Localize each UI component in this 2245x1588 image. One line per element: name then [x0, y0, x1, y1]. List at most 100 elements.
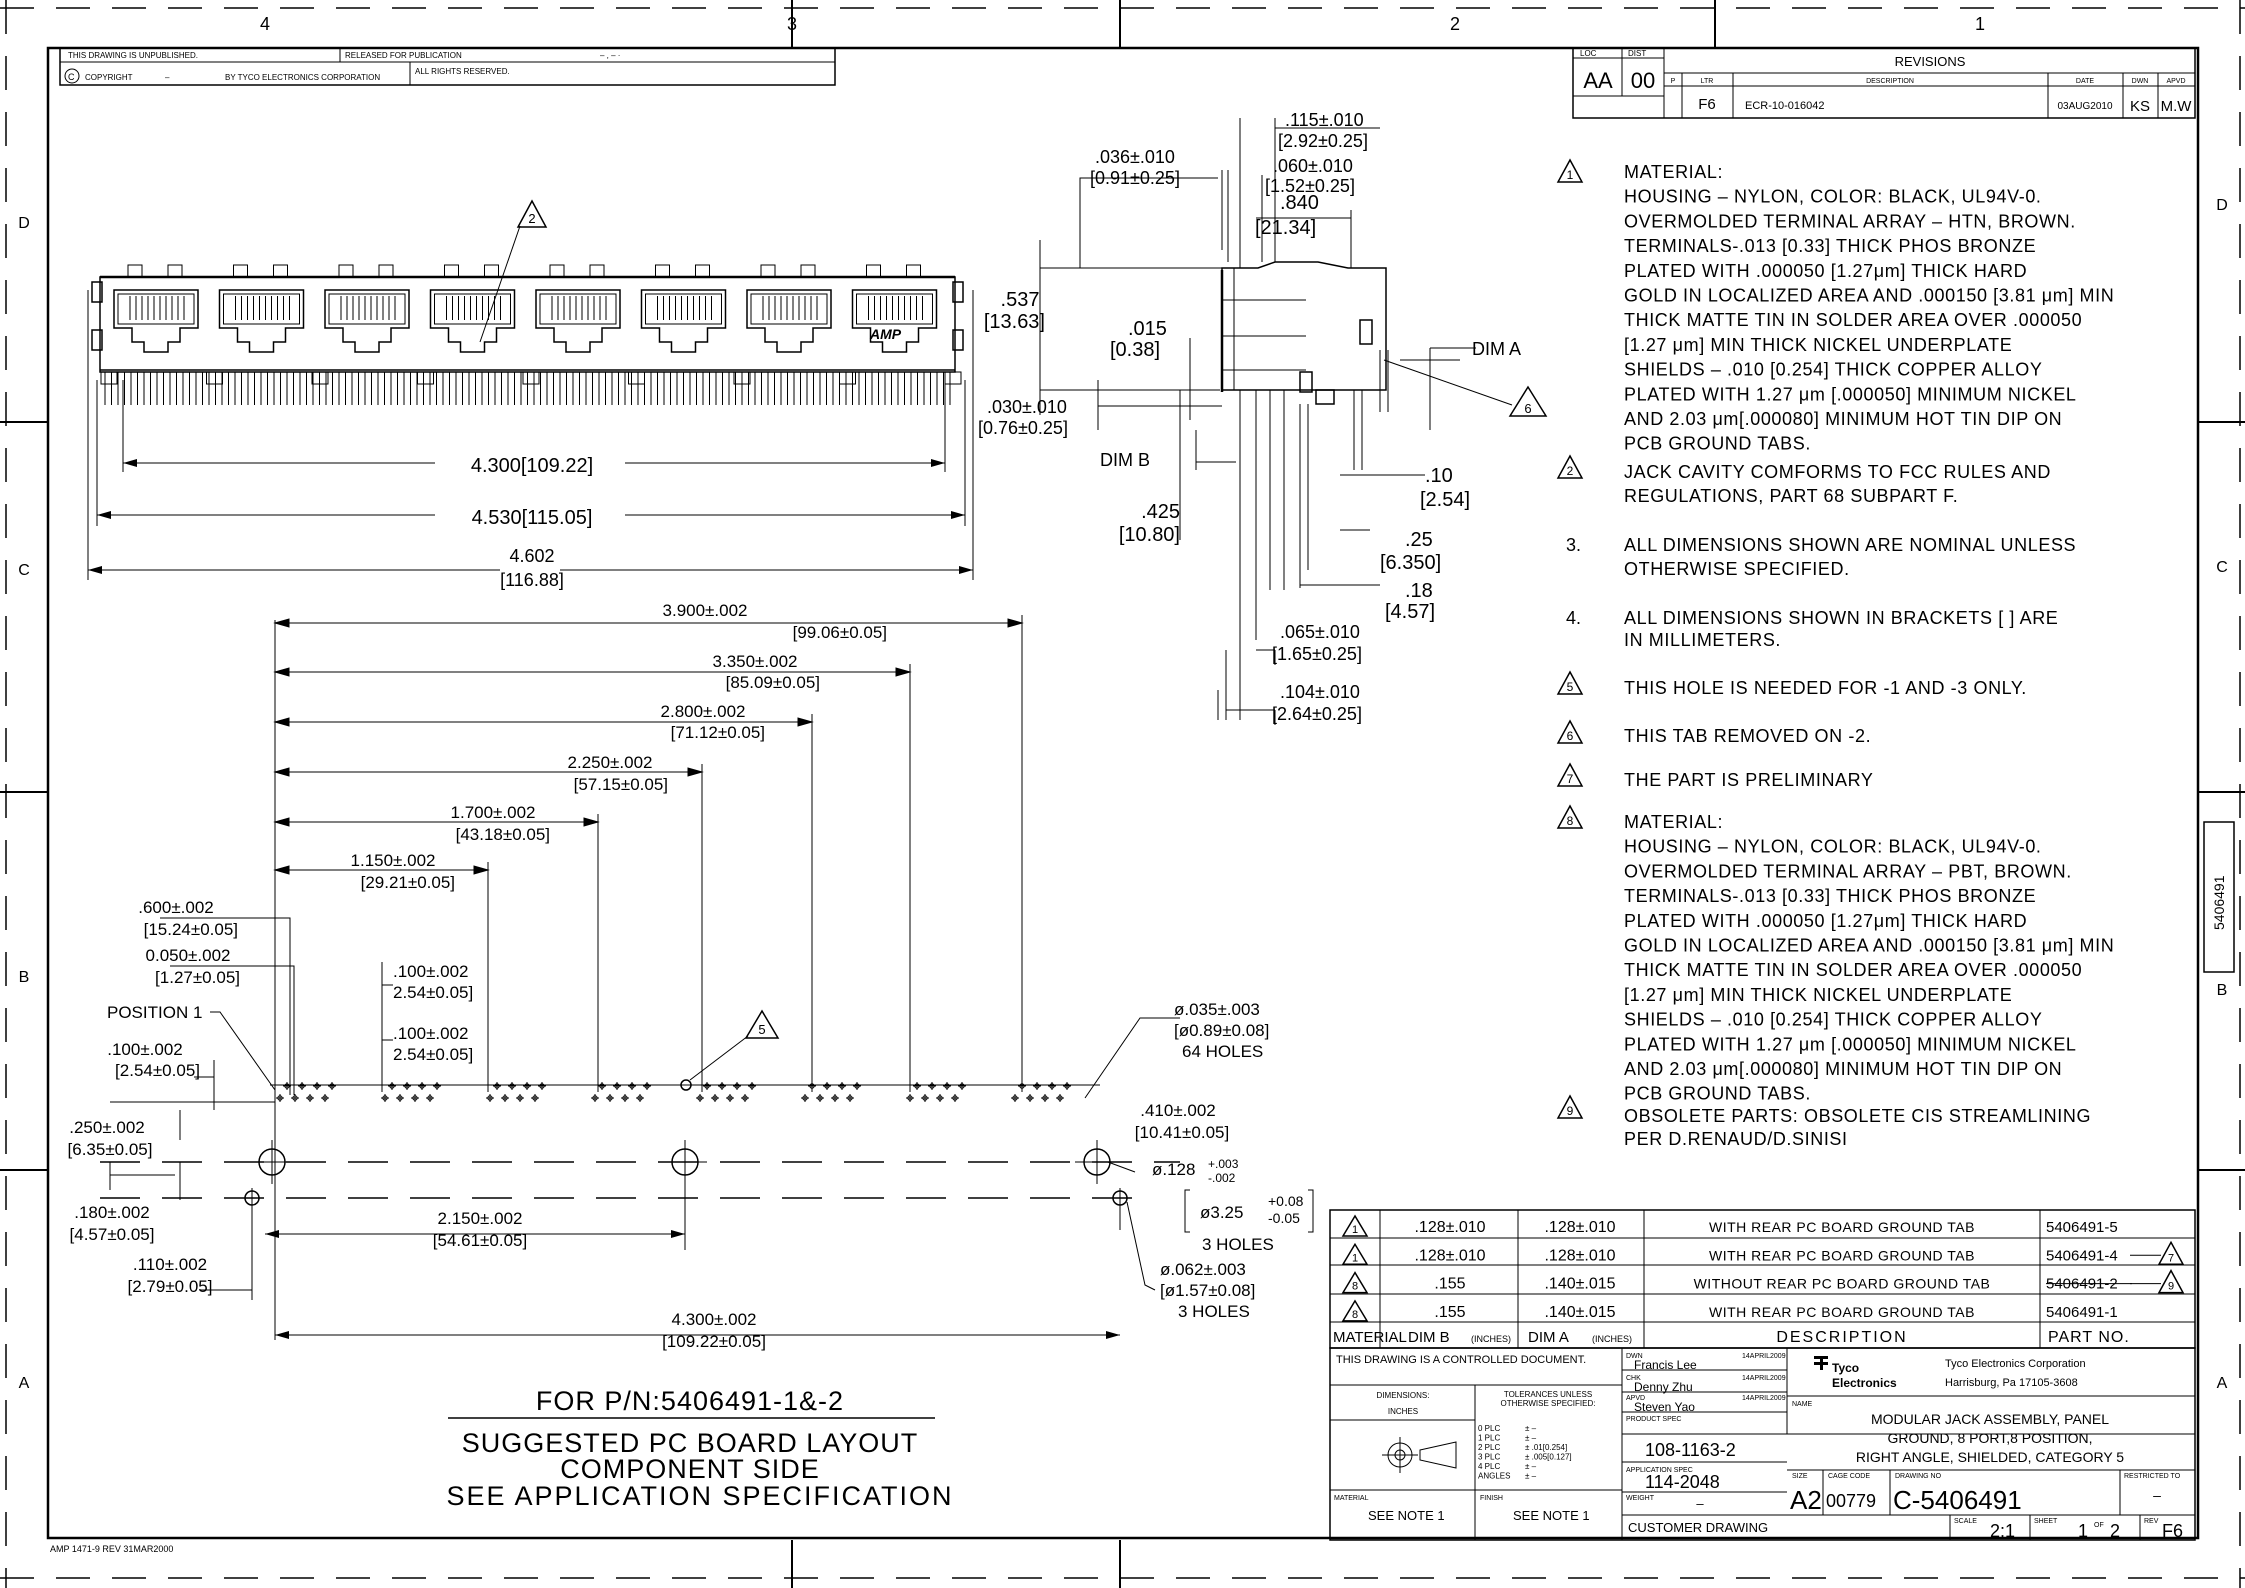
dim-pcb-110a: .110±.002: [133, 1255, 207, 1274]
dim-pcb-280b: [71.12±0.05]: [671, 723, 765, 742]
caption-line-2: SUGGESTED PC BOARD LAYOUT: [462, 1428, 919, 1458]
note-1-line: HOUSING – NYLON, COLOR: BLACK, UL94V-0.: [1624, 187, 2042, 207]
apvd-label: APVD: [1626, 1395, 1645, 1402]
zone-label-left: C: [18, 562, 30, 579]
th-description: DESCRIPTION: [1776, 1329, 1907, 1346]
tolerance-value: ± .005[0.127]: [1525, 1453, 1572, 1462]
dim-pcb-430a: 4.300±.002: [672, 1310, 757, 1329]
dim-side-g2: [0.76±0.25]: [978, 418, 1068, 438]
pin-hole: [426, 1082, 441, 1102]
row-description: WITH REAR PC BOARD GROUND TAB: [1709, 1304, 1975, 1320]
row-flag: 1: [1352, 1252, 1358, 1264]
hole-spec-2b: ø3.25: [1200, 1203, 1243, 1222]
pin-hole: [306, 1082, 321, 1102]
row-description: WITH REAR PC BOARD GROUND TAB: [1709, 1247, 1975, 1263]
row-description: WITHOUT REAR PC BOARD GROUND TAB: [1694, 1276, 1991, 1292]
logo-text-2: Electronics: [1832, 1376, 1897, 1390]
dim-side-d1: .840: [1280, 192, 1319, 214]
rev-label: REV: [2144, 1518, 2159, 1525]
pin-hole: [411, 1082, 426, 1102]
row-note-flag: 9: [2168, 1281, 2174, 1293]
dim-side-m2: [2.64±0.25]: [1272, 704, 1362, 724]
copyright-by: BY TYCO ELECTRONICS CORPORATION: [225, 73, 380, 82]
note-flag-6: 6: [1567, 729, 1574, 743]
rj45-port: [640, 264, 727, 353]
note-4-number: 4.: [1566, 608, 1581, 628]
rj45-port: [324, 264, 410, 353]
note-9-line: OBSOLETE PARTS: OBSOLETE CIS STREAMLININ…: [1624, 1106, 2091, 1126]
dim-pcb-170a: 1.700±.002: [451, 803, 536, 822]
dim-pcb-390b: [99.06±0.05]: [793, 623, 887, 642]
title-line-3: RIGHT ANGLE, SHIELDED, CATEGORY 5: [1856, 1449, 2124, 1465]
note-flag-triangle: [1341, 1299, 1369, 1322]
pin-hole: [846, 1082, 861, 1102]
note-8-line: HOUSING – NYLON, COLOR: BLACK, UL94V-0.: [1624, 837, 2042, 857]
copyright-dash: –: [165, 73, 170, 82]
dim-pcb-410a: .410±.002: [1140, 1101, 1216, 1120]
dim-front-2: 4.530[115.05]: [472, 507, 593, 529]
chk-name: Denny Zhu: [1634, 1380, 1693, 1394]
note-8-line: PCB GROUND TABS.: [1624, 1084, 1811, 1104]
pin-hole: [516, 1082, 531, 1102]
note-1-line: OVERMOLDED TERMINAL ARRAY – HTN, BROWN.: [1624, 211, 2076, 231]
note-1-line: PCB GROUND TABS.: [1624, 434, 1811, 454]
pin-hole: [291, 1082, 306, 1102]
rights-text: ALL RIGHTS RESERVED.: [415, 67, 510, 76]
optional-hole: [680, 1079, 692, 1091]
pin-hole: [1041, 1082, 1056, 1102]
dim-pcb-225b: [57.15±0.05]: [574, 775, 668, 794]
zone-label-left: B: [19, 969, 30, 986]
tolerance-label: OTHERWISE SPECIFIED:: [1501, 1399, 1596, 1408]
row-dim-b: .155: [1434, 1276, 1465, 1293]
app-spec-label: APPLICATION SPEC: [1626, 1467, 1693, 1474]
note-8-line: GOLD IN LOCALIZED AREA AND .000150 [3.81…: [1624, 936, 2114, 956]
tolerance-place: 2 PLC: [1478, 1443, 1500, 1452]
material-value: SEE NOTE 1: [1368, 1508, 1445, 1523]
note-2-line: REGULATIONS, PART 68 SUBPART F.: [1624, 486, 1958, 506]
dim-b-label: DIM B: [1100, 450, 1150, 470]
dim-pcb-180a: .180±.002: [74, 1203, 150, 1222]
pin-hole: [1056, 1082, 1071, 1102]
note-flag-9: 9: [1567, 1104, 1574, 1118]
pin-hole: [906, 1082, 921, 1102]
zone-label-right: D: [2216, 197, 2228, 214]
note-flag-7: 7: [1567, 772, 1574, 786]
pin-hole: [726, 1082, 741, 1102]
released-date: – , – ·: [600, 51, 620, 60]
hole-spec-2-tol-mm-plus: +0.08: [1268, 1193, 1304, 1209]
zone-label-top: 2: [1450, 14, 1460, 34]
note-flag-5: 5: [1567, 680, 1574, 694]
pin-hole: [381, 1082, 396, 1102]
rev-dwn: KS: [2130, 98, 2150, 115]
pin-hole: [951, 1082, 966, 1102]
dim-pcb-100f: [2.54±0.05]: [115, 1061, 200, 1080]
zone-label-right: C: [2216, 559, 2228, 576]
pin-hole: [741, 1082, 756, 1102]
dim-side-k1: .18: [1405, 580, 1433, 602]
note-8-line: [1.27 μm] MIN THICK NICKEL UNDERPLATE: [1624, 985, 2012, 1005]
amp-logo: AMP: [869, 326, 902, 342]
title-line-1: MODULAR JACK ASSEMBLY, PANEL: [1871, 1411, 2109, 1427]
dim-pcb-335b: [85.09±0.05]: [726, 673, 820, 692]
th-material: MATERIAL: [1333, 1329, 1407, 1346]
row-dim-b: .155: [1434, 1304, 1465, 1321]
logo-text-1: Tyco: [1832, 1361, 1859, 1375]
dim-a-label: DIM A: [1472, 339, 1521, 359]
company-address: Harrisburg, Pa 17105-3608: [1945, 1377, 2078, 1389]
copyright-symbol: [64, 68, 80, 84]
th-inches-a: (INCHES): [1592, 1334, 1632, 1344]
note-1-line: PLATED WITH 1.27 μm [.000050] MINIMUM NI…: [1624, 384, 2077, 404]
drawing-number: C-5406491: [1893, 1485, 2022, 1515]
row-flag: 1: [1352, 1224, 1358, 1236]
zone-label-right: A: [2217, 1375, 2228, 1392]
restricted-value: –: [2153, 1487, 2161, 1503]
note-flag-triangle: [2157, 1240, 2185, 1266]
row-part-number: 5406491-5: [2046, 1219, 2118, 1236]
dim-pcb-280a: 2.800±.002: [661, 702, 746, 721]
rj45-port: [535, 264, 621, 353]
note-flag-triangle: [1556, 719, 1584, 744]
